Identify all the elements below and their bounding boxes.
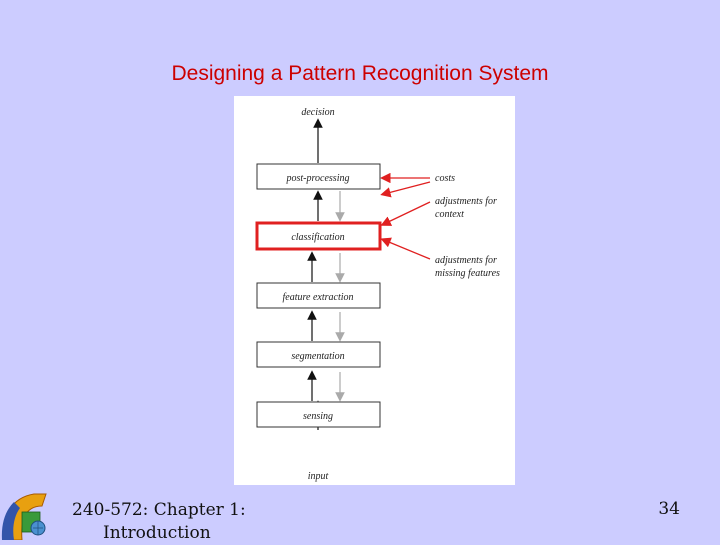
- arrow-missing-features: [380, 237, 431, 260]
- footer-course-info: 240-572: Chapter 1: Introduction: [72, 499, 262, 545]
- stage-box-classification-highlighted: [255, 221, 382, 251]
- output-label: decision: [301, 107, 334, 118]
- pattern-recognition-diagram: decision post-processing classification …: [234, 96, 515, 485]
- university-logo: [1, 493, 47, 540]
- arrow-costs-2: [380, 181, 431, 198]
- stage-box-feature-extraction: [256, 282, 381, 309]
- stage-label-classification: classification: [291, 232, 344, 243]
- arrow-context: [380, 201, 431, 226]
- stage-label-postprocessing: post-processing: [286, 173, 350, 184]
- page-number: 34: [658, 499, 680, 519]
- stage-box-postprocessing: [256, 163, 381, 190]
- stage-label-segmentation: segmentation: [291, 351, 344, 362]
- diagram-svg: decision post-processing classification …: [255, 107, 500, 482]
- footer-course: 240-572: Chapter 1:: [72, 500, 246, 520]
- footer-topic: Introduction: [103, 523, 211, 543]
- input-label: input: [308, 471, 329, 482]
- stage-box-segmentation: [256, 341, 381, 368]
- stage-label-sensing: sensing: [303, 411, 333, 422]
- stage-box-sensing: [256, 401, 381, 428]
- side-label-costs: costs: [435, 173, 455, 184]
- slide-title: Designing a Pattern Recognition System: [171, 62, 549, 85]
- stage-label-feature-extraction: feature extraction: [283, 292, 354, 303]
